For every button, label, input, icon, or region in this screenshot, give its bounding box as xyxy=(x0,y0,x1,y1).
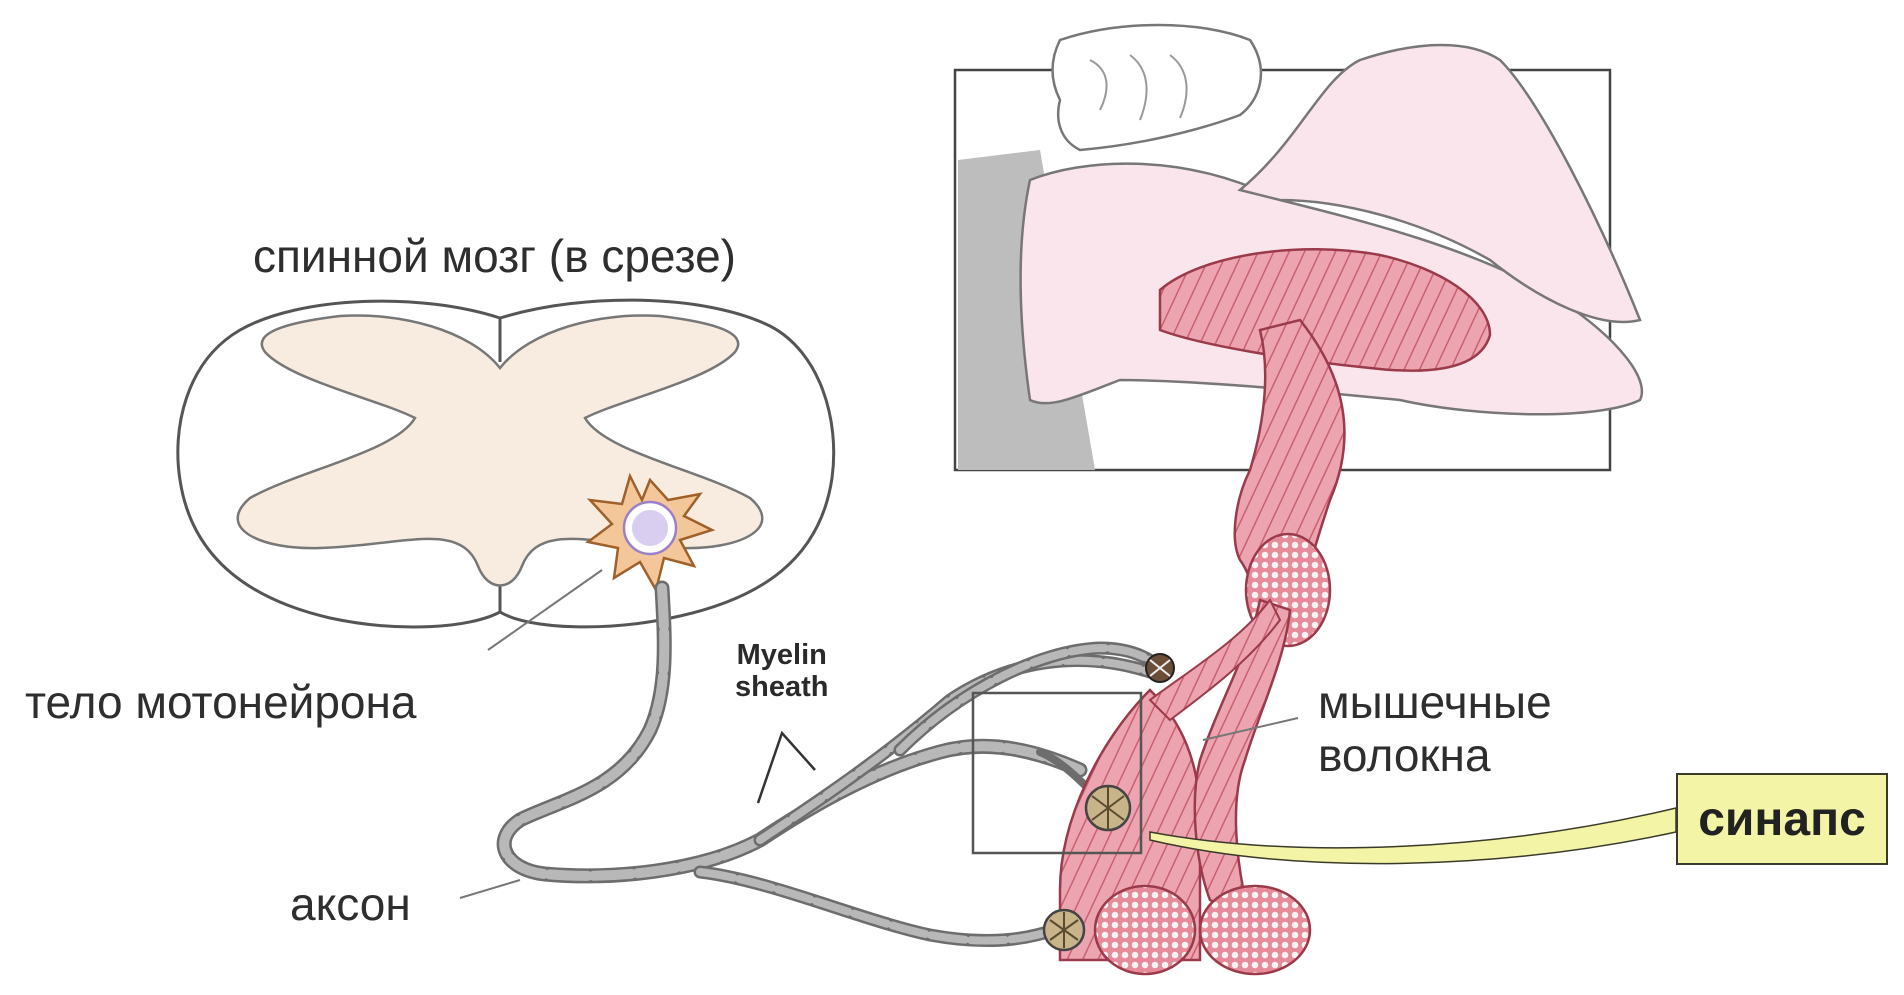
spinal-cord-label: спинной мозг (в срезе) xyxy=(253,230,736,283)
muscle-fibers-line2: волокна xyxy=(1318,729,1552,782)
myelin-label-line1: Myelin xyxy=(735,640,828,672)
axon-label: аксон xyxy=(290,878,411,931)
myelin-label-line2: sheath xyxy=(735,672,828,704)
synapse-label: синапс xyxy=(1698,792,1866,847)
myelin-sheath-label: Myelin sheath xyxy=(735,640,828,704)
muscle-fibers-line1: мышечные xyxy=(1318,676,1552,729)
end-plate-middle xyxy=(1086,786,1130,830)
axon-pointer xyxy=(460,880,520,898)
synapse-callout: синапс xyxy=(1676,773,1888,865)
motoneuron-body-label: тело мотонейрона xyxy=(25,676,417,729)
end-plate-top xyxy=(1146,654,1174,682)
end-plate-bottom xyxy=(1044,910,1084,950)
myelin-pointer xyxy=(758,733,815,803)
muscle-fibers-label: мышечные волокна xyxy=(1318,676,1552,782)
